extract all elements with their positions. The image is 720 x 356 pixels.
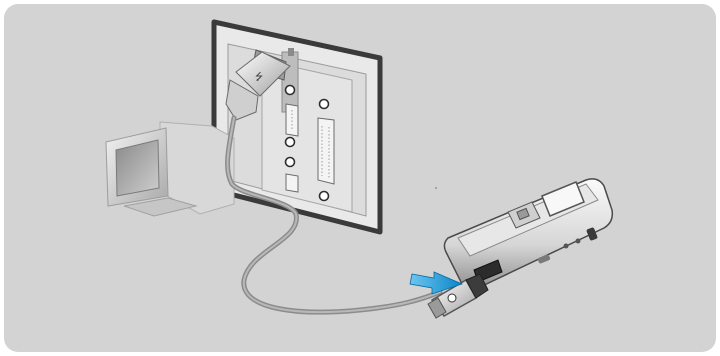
- usb-connection-illustration: ⭍: [4, 4, 716, 352]
- computer-monitor: [106, 122, 234, 216]
- illustration-panel: ⭍: [4, 4, 716, 352]
- serial-port: [286, 104, 298, 136]
- usb-symbol-icon: ⭍: [255, 71, 263, 83]
- portable-player: [444, 179, 612, 289]
- parallel-port: [318, 118, 334, 184]
- small-port: [286, 174, 298, 192]
